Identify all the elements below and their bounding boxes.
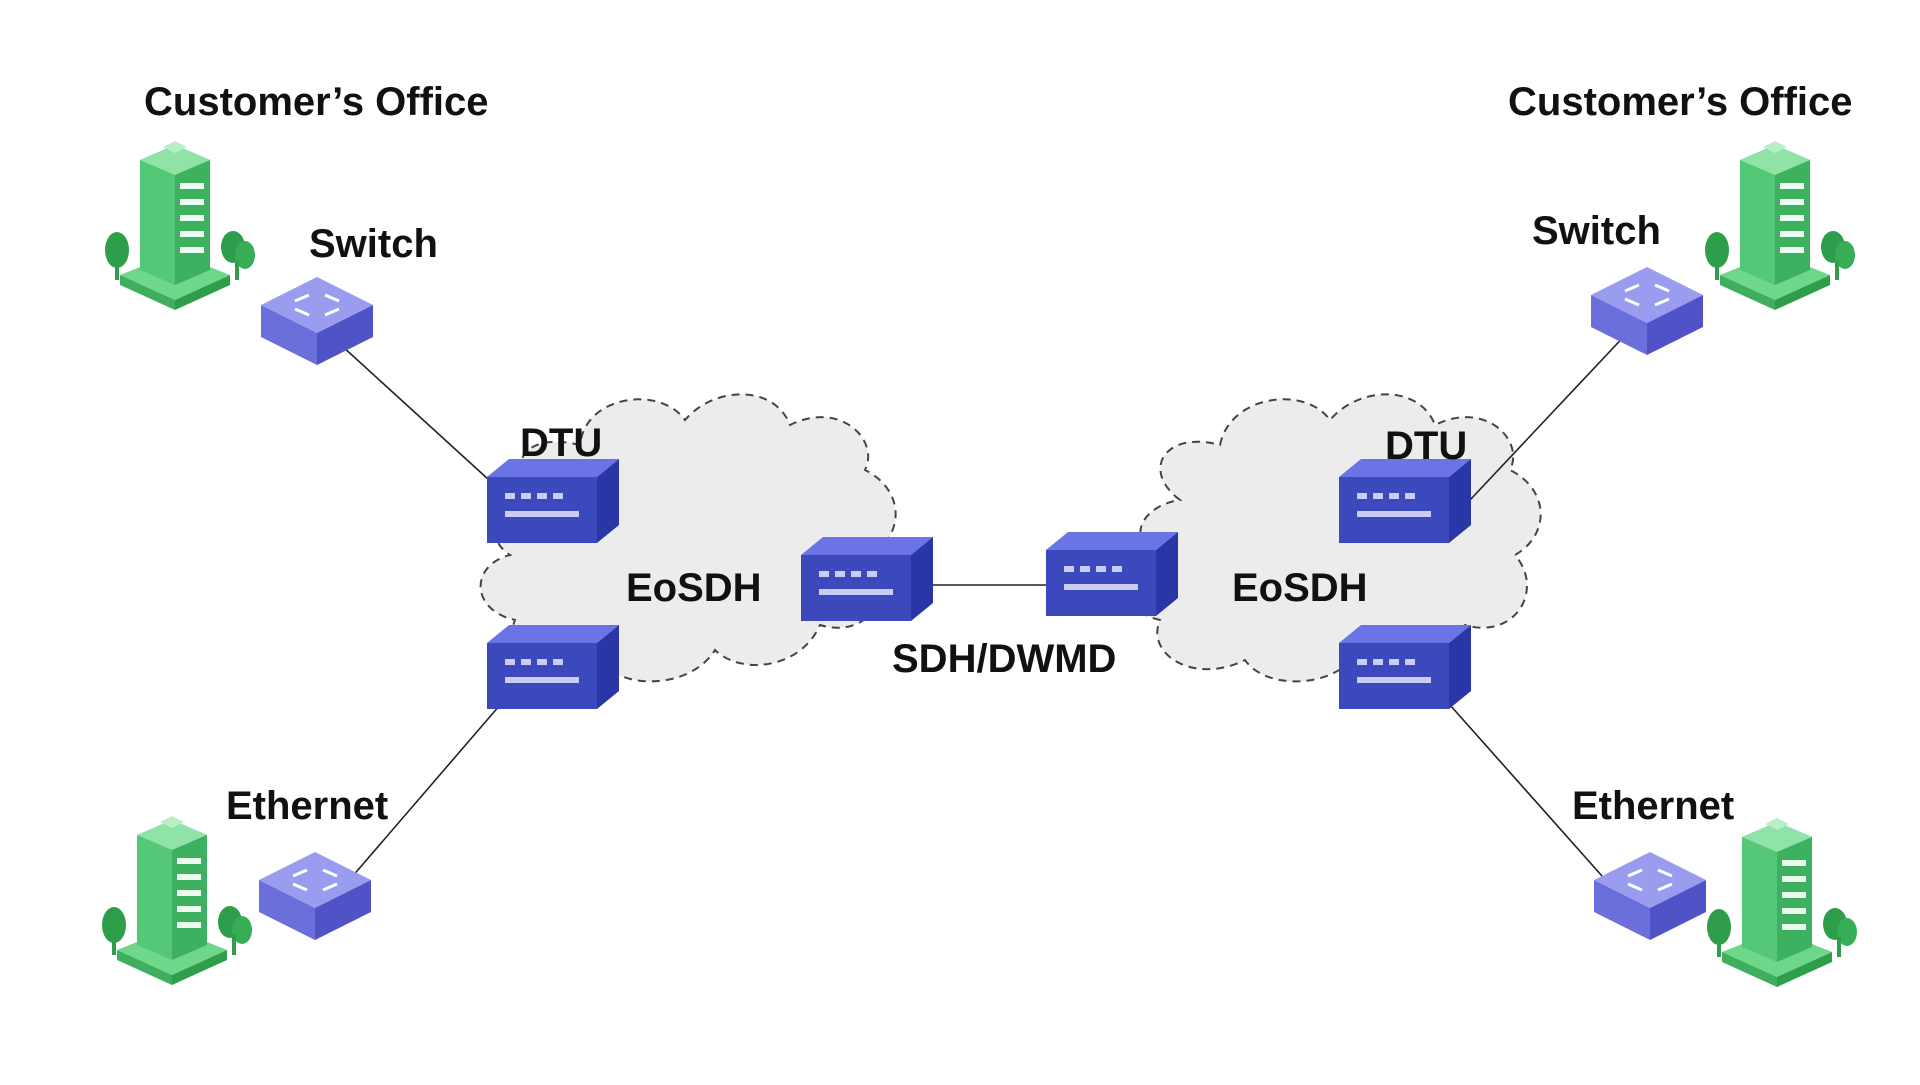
- building-icon-bottom-right: [1707, 818, 1857, 987]
- label-office-left: Customer’s Office: [144, 80, 489, 124]
- switch-icon-bottom-left: [257, 850, 373, 942]
- building-icon-top-left: [105, 141, 255, 310]
- label-cloud-left: EoSDH: [626, 566, 762, 610]
- building-icon-bottom-left: [102, 816, 252, 985]
- link-dtu-left-ethernet: [344, 704, 501, 886]
- dtu-icon-left-bottom: [487, 625, 619, 709]
- label-dtu-left: DTU: [520, 421, 603, 465]
- switch-icon-bottom-right: [1592, 850, 1708, 942]
- link-switch-left-dtu: [329, 334, 501, 491]
- label-switch-left: Switch: [309, 222, 438, 266]
- label-cloud-right: EoSDH: [1232, 566, 1368, 610]
- link-switch-right-dtu: [1469, 329, 1631, 501]
- label-ethernet-left: Ethernet: [226, 784, 389, 828]
- dtu-icon-center-left: [801, 537, 933, 621]
- building-icon-top-right: [1705, 141, 1855, 310]
- dtu-icon-center-right: [1046, 532, 1178, 616]
- dtu-icon-right-top: [1339, 459, 1471, 543]
- cloud-right: [1124, 393, 1542, 683]
- label-switch-right: Switch: [1532, 209, 1661, 253]
- switch-icon-top-right: [1589, 265, 1705, 357]
- label-office-right: Customer’s Office: [1508, 80, 1853, 124]
- dtu-icon-right-bottom: [1339, 625, 1471, 709]
- dtu-icon-left-top: [487, 459, 619, 543]
- label-dtu-right: DTU: [1385, 424, 1468, 468]
- label-ethernet-right: Ethernet: [1572, 784, 1735, 828]
- switch-icon-top-left: [259, 275, 375, 367]
- link-dtu-right-ethernet: [1449, 704, 1611, 886]
- label-sdh-dwmd: SDH/DWMD: [892, 637, 1117, 681]
